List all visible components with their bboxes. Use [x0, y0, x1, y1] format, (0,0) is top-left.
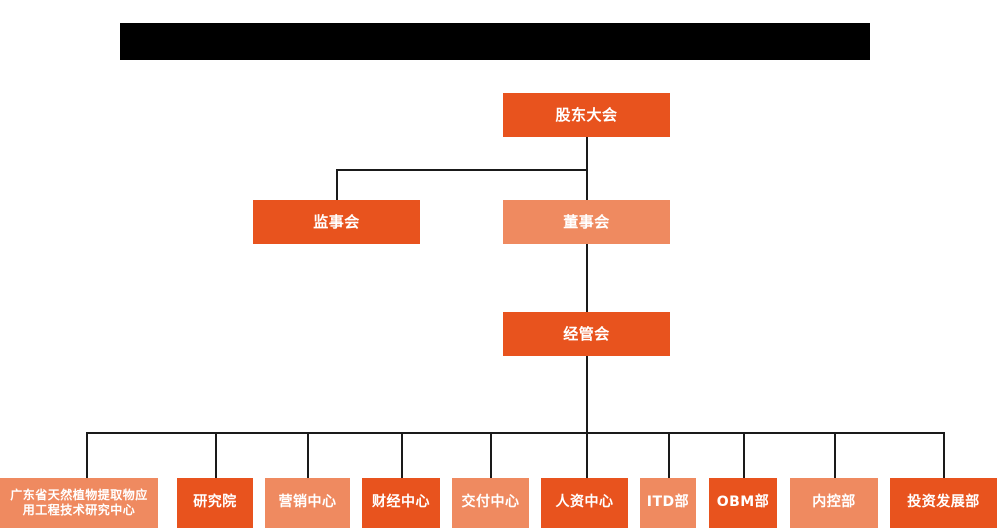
- org-node-label-finance-center: 财经中心: [372, 494, 430, 511]
- org-node-label-board-of-supervisors: 监事会: [313, 212, 360, 231]
- org-node-marketing-center[interactable]: 营销中心: [265, 478, 350, 528]
- connector-drop-marketing-center: [307, 432, 309, 478]
- connector-drop-research-institute: [215, 432, 217, 478]
- org-node-label-investment-development-department: 投资发展部: [907, 494, 980, 511]
- org-node-shareholders-meeting[interactable]: 股东大会: [503, 93, 670, 137]
- org-node-internal-control-department[interactable]: 内控部: [790, 478, 878, 528]
- connector-drop-guangdong-research-center: [86, 432, 88, 478]
- connector-supervisors-drop: [336, 169, 338, 200]
- connector-drop-itd-department: [668, 432, 670, 478]
- org-node-management-committee[interactable]: 经管会: [503, 312, 670, 356]
- org-node-research-institute[interactable]: 研究院: [177, 478, 253, 528]
- org-node-obm-department[interactable]: OBM部: [709, 478, 777, 528]
- org-node-label-itd-department: ITD部: [646, 494, 690, 511]
- org-node-delivery-center[interactable]: 交付中心: [452, 478, 529, 528]
- org-node-label-internal-control-department: 内控部: [812, 494, 856, 511]
- connector-drop-obm-department: [743, 432, 745, 478]
- org-node-label-shareholders-meeting: 股东大会: [555, 105, 618, 124]
- org-node-finance-center[interactable]: 财经中心: [362, 478, 440, 528]
- connector-drop-hr-center: [586, 432, 588, 478]
- connector-departments-bus: [86, 432, 944, 434]
- org-node-hr-center[interactable]: 人资中心: [541, 478, 628, 528]
- org-node-label-delivery-center: 交付中心: [461, 494, 520, 511]
- org-node-label-hr-center: 人资中心: [555, 494, 614, 511]
- org-node-board-of-supervisors[interactable]: 监事会: [253, 200, 420, 244]
- connector-directors-to-management: [586, 244, 588, 312]
- redacted-title-bar: [120, 23, 870, 60]
- org-node-label-guangdong-research-center: 广东省天然植物提取物应 用工程技术研究中心: [10, 488, 148, 517]
- org-node-label-board-of-directors: 董事会: [563, 212, 610, 231]
- connector-drop-finance-center: [401, 432, 403, 478]
- org-node-label-research-institute: 研究院: [193, 494, 237, 511]
- org-node-board-of-directors[interactable]: 董事会: [503, 200, 670, 244]
- org-node-itd-department[interactable]: ITD部: [640, 478, 696, 528]
- org-node-label-obm-department: OBM部: [716, 494, 770, 511]
- org-node-label-marketing-center: 营销中心: [278, 494, 337, 511]
- connector-management-down: [586, 356, 588, 434]
- connector-drop-delivery-center: [490, 432, 492, 478]
- connector-supervisors-directors-bus: [336, 169, 587, 171]
- connector-drop-internal-control-department: [834, 432, 836, 478]
- connector-shareholders-down: [586, 137, 588, 169]
- connector-drop-investment-development-department: [943, 432, 945, 478]
- org-node-investment-development-department[interactable]: 投资发展部: [890, 478, 997, 528]
- org-node-label-management-committee: 经管会: [563, 324, 610, 343]
- org-node-guangdong-research-center[interactable]: 广东省天然植物提取物应 用工程技术研究中心: [0, 478, 158, 528]
- connector-directors-drop: [586, 169, 588, 200]
